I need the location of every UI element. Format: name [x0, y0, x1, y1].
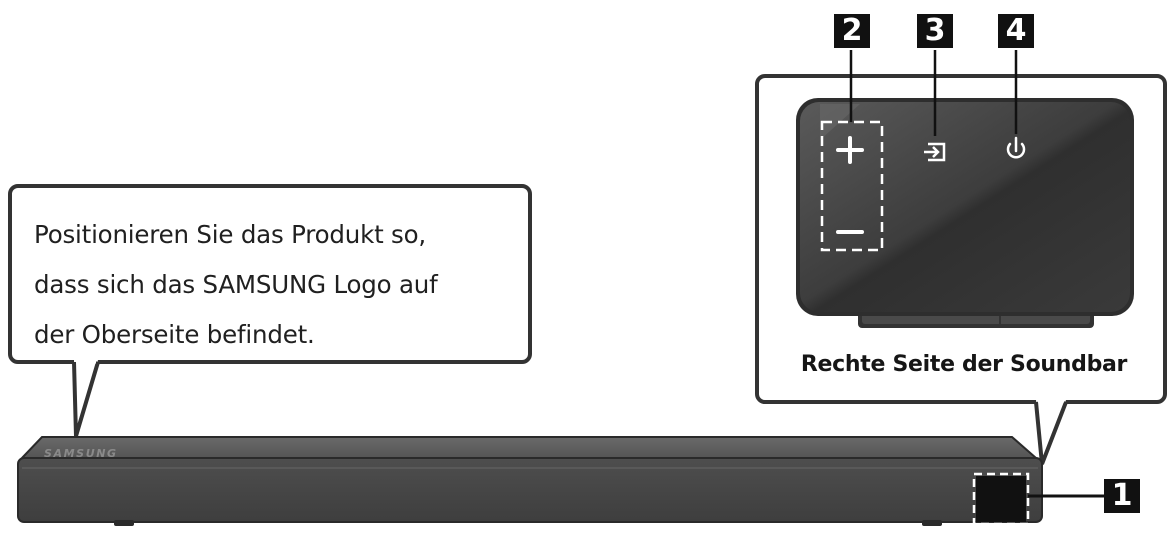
placement-instruction-text: Positionieren Sie das Produkt so, dass s… [34, 210, 438, 360]
volume-control-area[interactable] [820, 120, 884, 252]
instruction-line-2: dass sich das SAMSUNG Logo auf [34, 270, 438, 299]
instruction-line-1: Positionieren Sie das Produkt so, [34, 220, 427, 249]
soundbar-control-area[interactable] [972, 472, 1030, 526]
marker-source: 3 [917, 14, 953, 48]
samsung-logo: SAMSUNG [44, 447, 118, 460]
power-icon[interactable] [1006, 136, 1026, 159]
soundbar-right-side-panel [796, 98, 1134, 328]
soundbar [17, 436, 1043, 526]
instruction-line-3: der Oberseite befindet. [34, 320, 315, 349]
source-input-icon[interactable] [924, 142, 946, 162]
marker-power: 4 [998, 14, 1034, 48]
plus-icon[interactable] [836, 136, 864, 164]
right-side-caption: Rechte Seite der Soundbar [800, 352, 1128, 377]
placement-callout-bubble [8, 184, 532, 437]
marker-control-area: 1 [1104, 479, 1140, 513]
marker-volume: 2 [834, 14, 870, 48]
